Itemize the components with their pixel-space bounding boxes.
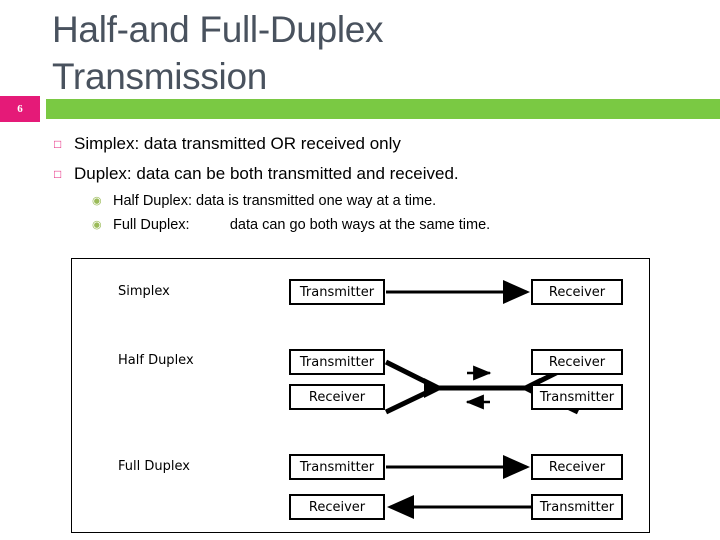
full-duplex-top-transmitter-box: Transmitter xyxy=(289,454,385,480)
list-item: □ Duplex: data can be both transmitted a… xyxy=(52,161,692,187)
half-duplex-left-transmitter-box: Transmitter xyxy=(289,349,385,375)
slide-number-badge: 6 xyxy=(0,96,40,122)
duplex-diagram: Simplex Half Duplex Full Duplex Transmit… xyxy=(71,258,650,533)
half-duplex-right-receiver-box: Receiver xyxy=(531,349,623,375)
full-duplex-top-receiver-box: Receiver xyxy=(531,454,623,480)
bullet-text: Duplex: data can be both transmitted and… xyxy=(74,164,459,183)
row-label-half-duplex: Half Duplex xyxy=(118,353,194,368)
sub-bullet-text: Full Duplex: data can go both ways at th… xyxy=(113,217,491,233)
accent-bar xyxy=(46,99,720,119)
page-title: Half-and Full-Duplex Transmission xyxy=(52,9,384,97)
list-item: ◉ Half Duplex: data is transmitted one w… xyxy=(92,190,692,213)
full-duplex-bottom-transmitter-box: Transmitter xyxy=(531,494,623,520)
circle-bullet-icon: ◉ xyxy=(92,219,102,231)
half-duplex-right-transmitter-box: Transmitter xyxy=(531,384,623,410)
square-bullet-icon: □ xyxy=(54,137,62,151)
simplex-transmitter-box: Transmitter xyxy=(289,279,385,305)
list-item: □ Simplex: data transmitted OR received … xyxy=(52,131,692,157)
half-duplex-left-receiver-box: Receiver xyxy=(289,384,385,410)
full-duplex-bottom-receiver-box: Receiver xyxy=(289,494,385,520)
circle-bullet-icon: ◉ xyxy=(92,195,102,207)
sub-bullet-text: Half Duplex: data is transmitted one way… xyxy=(113,193,437,209)
bullet-list: □ Simplex: data transmitted OR received … xyxy=(52,131,692,191)
bullet-text: Simplex: data transmitted OR received on… xyxy=(74,134,401,153)
row-label-simplex: Simplex xyxy=(118,284,170,299)
list-item: ◉ Full Duplex: data can go both ways at … xyxy=(92,214,692,237)
sub-bullet-list: ◉ Half Duplex: data is transmitted one w… xyxy=(92,190,692,238)
simplex-receiver-box: Receiver xyxy=(531,279,623,305)
row-label-full-duplex: Full Duplex xyxy=(118,459,190,474)
square-bullet-icon: □ xyxy=(54,167,62,181)
